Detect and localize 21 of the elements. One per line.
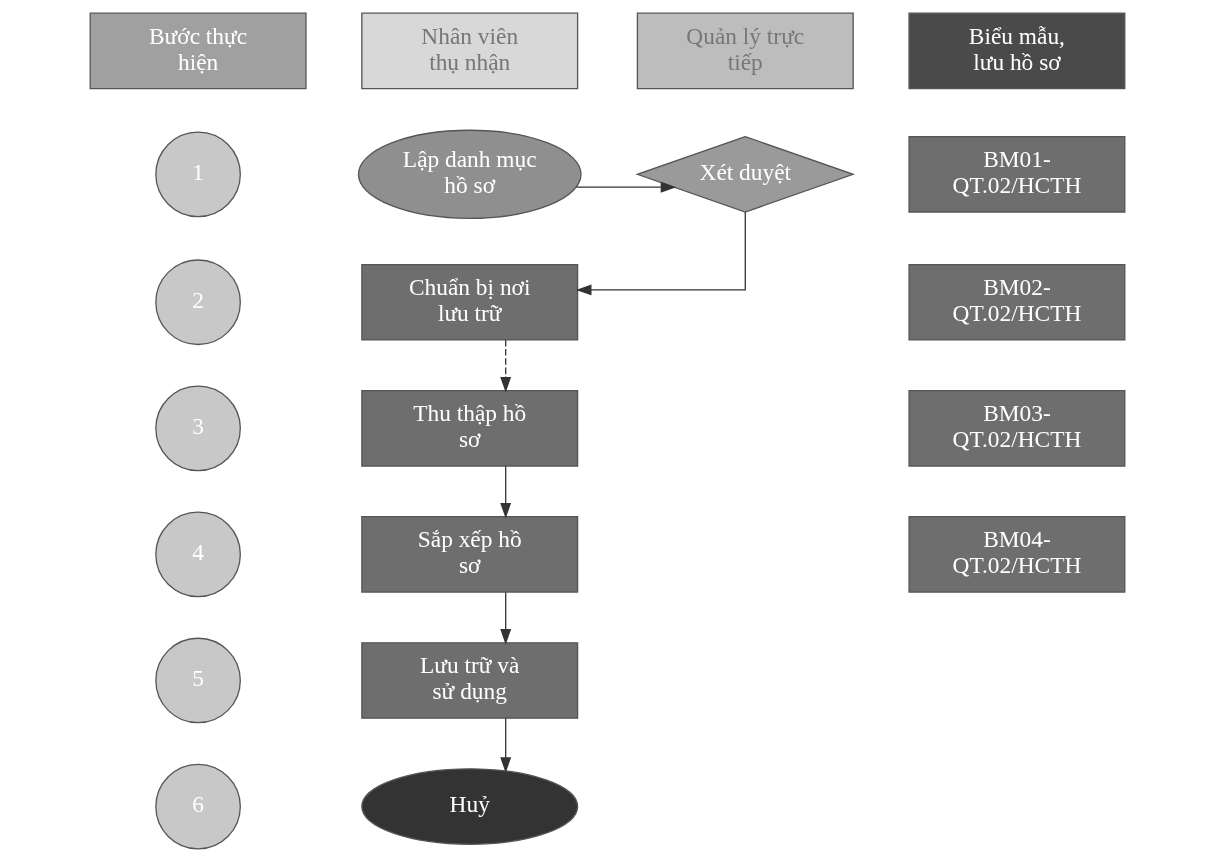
node-box: Thu thập hồ sơ <box>360 390 578 467</box>
node-ellipse: Huỷ <box>360 768 578 845</box>
node-box: Biểu mẫu, lưu hồ sơ <box>907 12 1125 90</box>
arrow <box>499 717 511 773</box>
arrow <box>575 211 746 296</box>
node-box: Chuẩn bị nơi lưu trữ <box>360 263 578 341</box>
arrow <box>499 465 511 519</box>
node-box: BM04- QT.02/HCTH <box>907 516 1125 593</box>
arrow <box>575 181 676 193</box>
node-ellipse: Lập danh mục hồ sơ <box>357 129 582 219</box>
node-box: Quản lý trực tiếp <box>636 12 854 90</box>
node-box: Nhân viên thụ nhận <box>360 12 578 90</box>
arrow <box>499 591 511 645</box>
node-box: BM01- QT.02/HCTH <box>907 135 1125 213</box>
node-box: Lưu trữ và sử dụng <box>360 642 578 719</box>
node-box: BM03- QT.02/HCTH <box>907 390 1125 467</box>
node-box: Sắp xếp hồ sơ <box>360 516 578 593</box>
arrow <box>499 339 511 393</box>
node-diamond: Xét duyệt <box>634 135 855 213</box>
node-box: BM02- QT.02/HCTH <box>907 263 1125 341</box>
node-box: Bước thực hiện <box>89 12 307 90</box>
